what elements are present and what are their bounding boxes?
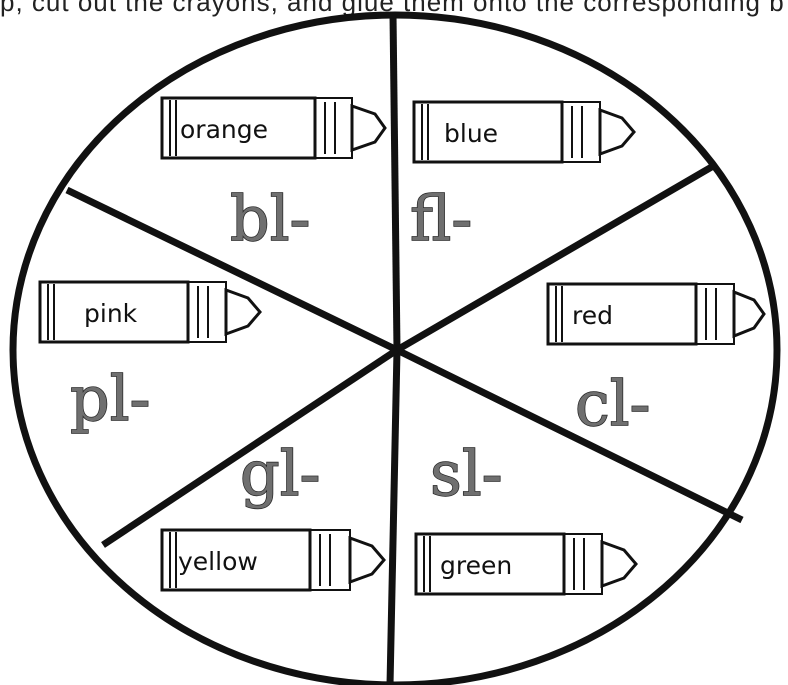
divider-line xyxy=(393,14,397,350)
blend-bl: bl- xyxy=(230,182,310,255)
crayon-blue[interactable]: blue xyxy=(414,102,634,162)
crayon-label: yellow xyxy=(178,547,258,576)
blend-pl: pl- xyxy=(70,362,150,435)
crayon-orange[interactable]: orange xyxy=(162,98,385,158)
crayon-label: red xyxy=(572,301,613,330)
crayon-label: pink xyxy=(84,299,138,328)
blend-cl: cl- xyxy=(575,367,651,440)
crayon-label: orange xyxy=(180,115,268,144)
crayon-green[interactable]: green xyxy=(416,534,636,594)
crayon-yellow[interactable]: yellow xyxy=(162,530,384,590)
crayon-pink[interactable]: pink xyxy=(40,282,260,342)
crayon-label: blue xyxy=(444,119,498,148)
crayon-red[interactable]: red xyxy=(548,284,764,344)
blend-gl: gl- xyxy=(240,437,320,510)
divider-line xyxy=(390,350,397,685)
blend-fl: fl- xyxy=(410,182,472,255)
crayon-label: green xyxy=(440,551,512,580)
blend-sl: sl- xyxy=(430,437,503,510)
